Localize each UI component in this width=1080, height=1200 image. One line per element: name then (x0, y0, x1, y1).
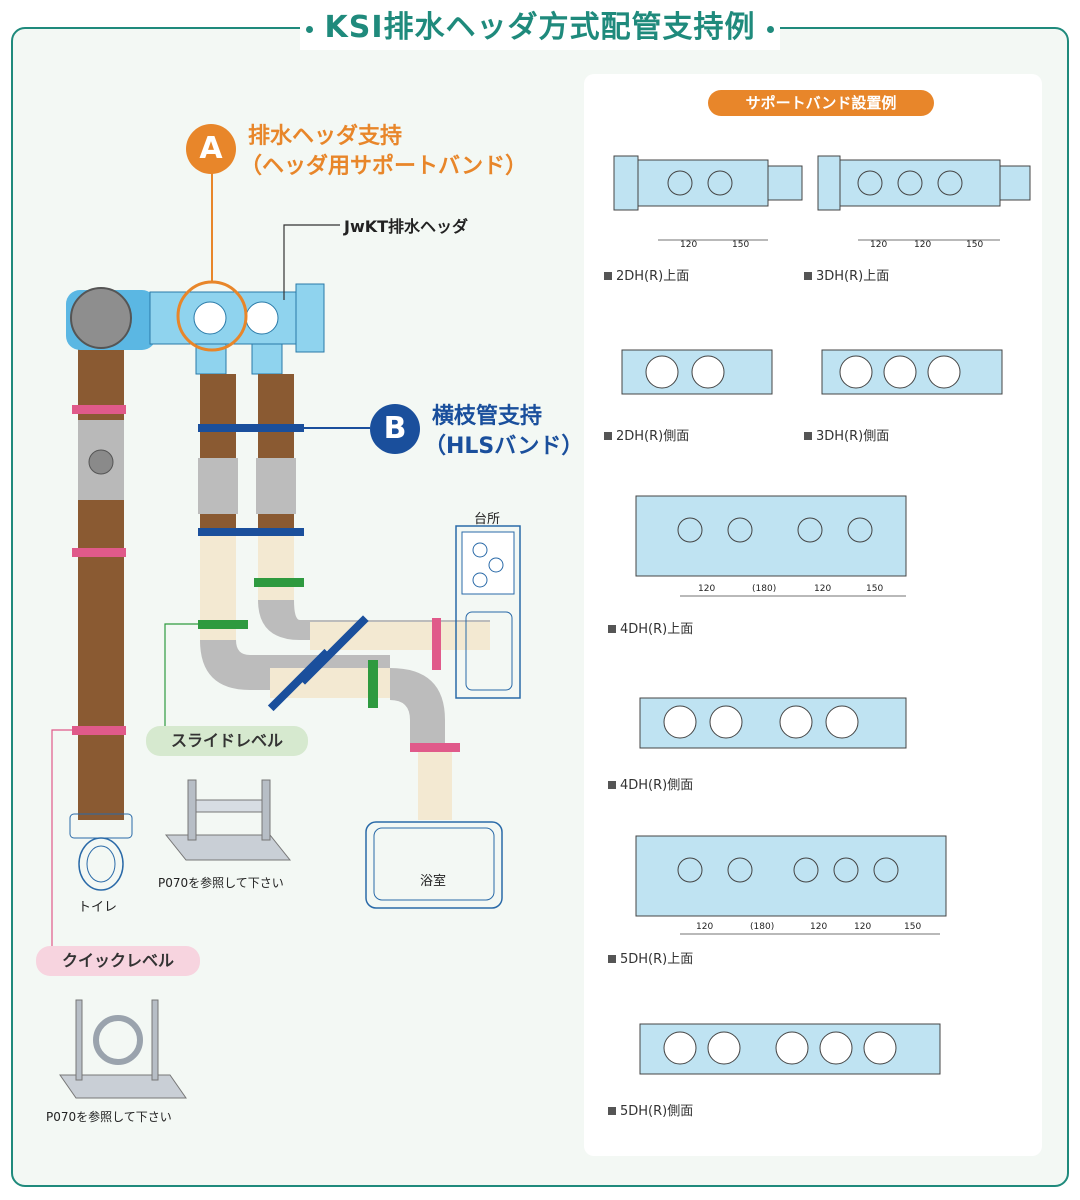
bathtub (365, 821, 503, 909)
slide-band-3 (368, 660, 378, 708)
callout-a-badge: A (186, 124, 236, 174)
toilet-bowl (78, 837, 124, 891)
branch-pipe-2-lower (258, 534, 294, 604)
right-panel-title: サポートバンド設置例 (708, 90, 934, 116)
dim-4dh-4: 150 (866, 584, 884, 594)
callout-b-badge: B (370, 404, 420, 454)
header-flange (295, 283, 325, 353)
callout-b-subtitle: （HLSバンド） (424, 434, 584, 459)
burner-1-icon (472, 542, 488, 558)
bath-elbow (390, 668, 445, 745)
riser-joint-cap (88, 449, 114, 475)
title-banner: KSI排水ヘッダ方式配管支持例 (300, 6, 780, 50)
quick-band-4 (432, 618, 441, 670)
kitchen-basin (465, 611, 513, 691)
dim-2dh-2: 150 (732, 240, 750, 250)
drawing-3dh-top (817, 155, 1031, 241)
drawing-2dh-top (613, 155, 803, 241)
header-label: JwKT排水ヘッダ (344, 217, 469, 236)
hls-band-lower (198, 528, 304, 536)
title-dot-right (767, 26, 774, 33)
bathtub-inner (373, 827, 495, 901)
dim-4dh-3: 120 (814, 584, 832, 594)
header-port-1 (193, 301, 227, 335)
dim-3dh-3: 150 (966, 240, 984, 250)
slide-band-2 (254, 578, 304, 587)
callout-a-subtitle: （ヘッダ用サポートバンド） (240, 154, 528, 179)
callout-a-title: 排水ヘッダ支持 (248, 124, 403, 149)
quick-band-2 (72, 548, 126, 557)
drawing-5dh-top (635, 835, 947, 935)
quick-level-bracket-image (59, 999, 187, 1099)
slide-band-1 (198, 620, 248, 629)
dim-3dh-2: 120 (914, 240, 932, 250)
callout-b-title: 横枝管支持 (432, 404, 543, 429)
drawing-2dh-side (621, 349, 773, 395)
support-band-panel (584, 74, 1042, 1156)
caption-3dh-top: 3DH(R)上面 (804, 265, 889, 284)
bath-drop-pipe (418, 745, 452, 820)
toilet-seat (86, 845, 116, 883)
slide-level-label: スライドレベル (146, 726, 308, 756)
hls-band-upper (198, 424, 304, 432)
quick-level-label: クイックレベル (36, 946, 200, 976)
caption-4dh-side: 4DH(R)側面 (608, 774, 693, 793)
quick-band-1 (72, 405, 126, 414)
quick-band-5 (410, 743, 460, 752)
dim-2dh-1: 120 (680, 240, 698, 250)
dim-3dh-1: 120 (870, 240, 888, 250)
dim-5dh-5: 150 (904, 922, 922, 932)
slide-level-bracket-image (164, 779, 292, 861)
hls-band-diag-2 (267, 648, 331, 712)
dim-5dh-3: 120 (810, 922, 828, 932)
caption-2dh-side: 2DH(R)側面 (604, 425, 689, 444)
dim-5dh-4: 120 (854, 922, 872, 932)
quick-band-3 (72, 726, 126, 735)
burner-2-icon (488, 557, 504, 573)
caption-5dh-top: 5DH(R)上面 (608, 948, 693, 967)
page-title: KSI排水ヘッダ方式配管支持例 (324, 10, 756, 45)
caption-5dh-side: 5DH(R)側面 (608, 1100, 693, 1119)
branch-joint-1 (198, 458, 238, 514)
title-dot-left (306, 26, 313, 33)
dim-5dh-1: 120 (696, 922, 714, 932)
toilet-label: トイレ (78, 900, 118, 915)
drawing-4dh-side (639, 697, 907, 749)
quick-leader (51, 729, 72, 955)
header-leader (283, 224, 340, 300)
piping-diagram (51, 168, 521, 1099)
header-outlet-2 (251, 343, 283, 375)
dim-5dh-2: (180) (750, 922, 775, 932)
kitchen-sink (455, 525, 521, 699)
bath-label: 浴室 (420, 874, 447, 889)
branch-joint-2 (256, 458, 296, 514)
dim-4dh-2: (180) (752, 584, 777, 594)
drawing-5dh-side (639, 1023, 941, 1075)
caption-2dh-top: 2DH(R)上面 (604, 265, 689, 284)
burner-3-icon (472, 572, 488, 588)
drawing-4dh-top (635, 495, 907, 597)
kitchen-label: 台所 (474, 512, 501, 527)
caption-4dh-top: 4DH(R)上面 (608, 618, 693, 637)
slide-level-ref: P070を参照して下さい (158, 876, 284, 890)
quick-level-ref: P070を参照して下さい (46, 1110, 172, 1124)
caption-3dh-side: 3DH(R)側面 (804, 425, 889, 444)
drawing-3dh-side (821, 349, 1003, 395)
kitchen-stove (461, 531, 515, 595)
top-elbow-opening (70, 287, 132, 349)
slide-leader (164, 623, 200, 735)
dim-4dh-1: 120 (698, 584, 716, 594)
